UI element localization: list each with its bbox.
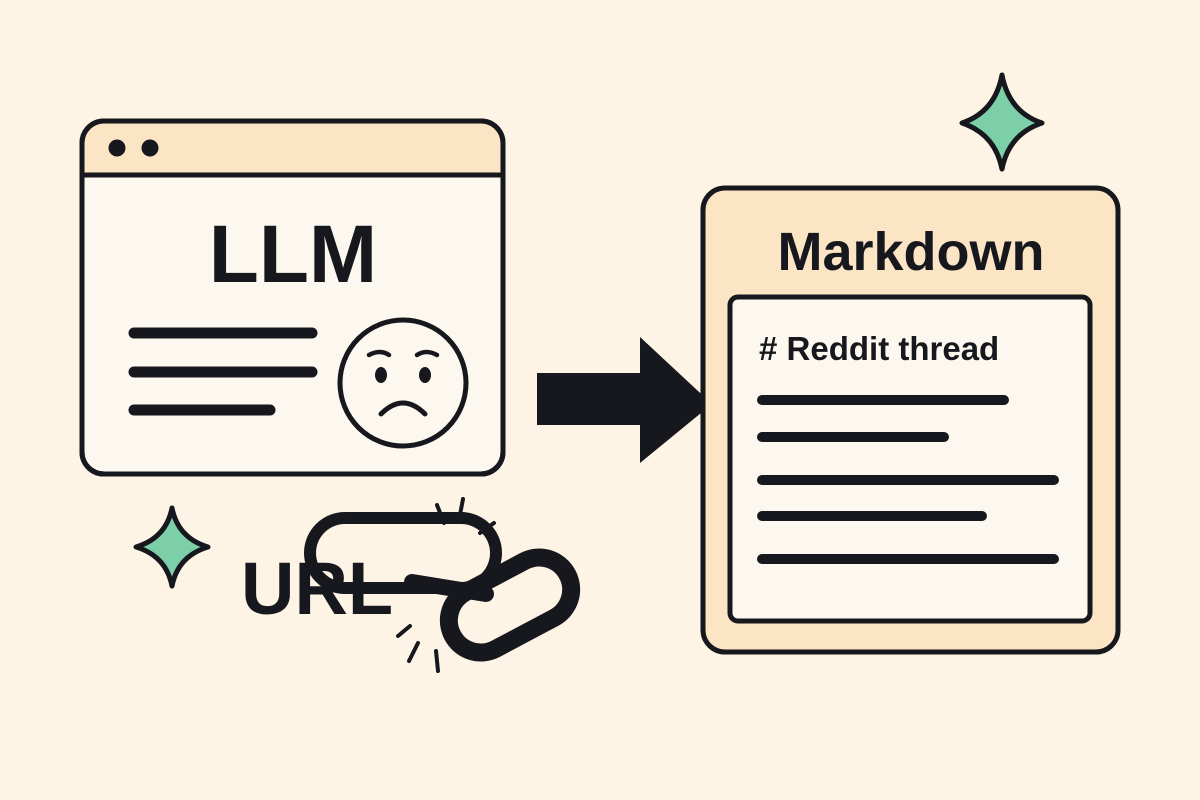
markdown-title: Markdown [777,222,1044,282]
url-label: URL [241,547,393,630]
llm-window-titlebar [84,123,501,173]
llm-title: LLM [209,209,377,300]
markdown-content-panel [727,294,1093,624]
sparkle-icon [133,505,211,589]
window-dot-icon [141,139,159,157]
sad-face-icon [337,317,469,449]
window-dot-icon [108,139,126,157]
right-arrow-icon [537,337,712,463]
url-broken-link: URL [241,497,581,673]
markdown-heading: # Reddit thread [759,330,999,367]
chain-link-left [304,512,502,594]
llm-window: LLM [79,118,506,477]
llm-window-outline [79,118,506,477]
sparkle-icon [959,72,1045,172]
chain-link-right [439,548,581,662]
chain-connector [404,574,494,602]
markdown-document: Markdown # Reddit thread [700,185,1121,655]
broken-link-icon [396,497,496,673]
